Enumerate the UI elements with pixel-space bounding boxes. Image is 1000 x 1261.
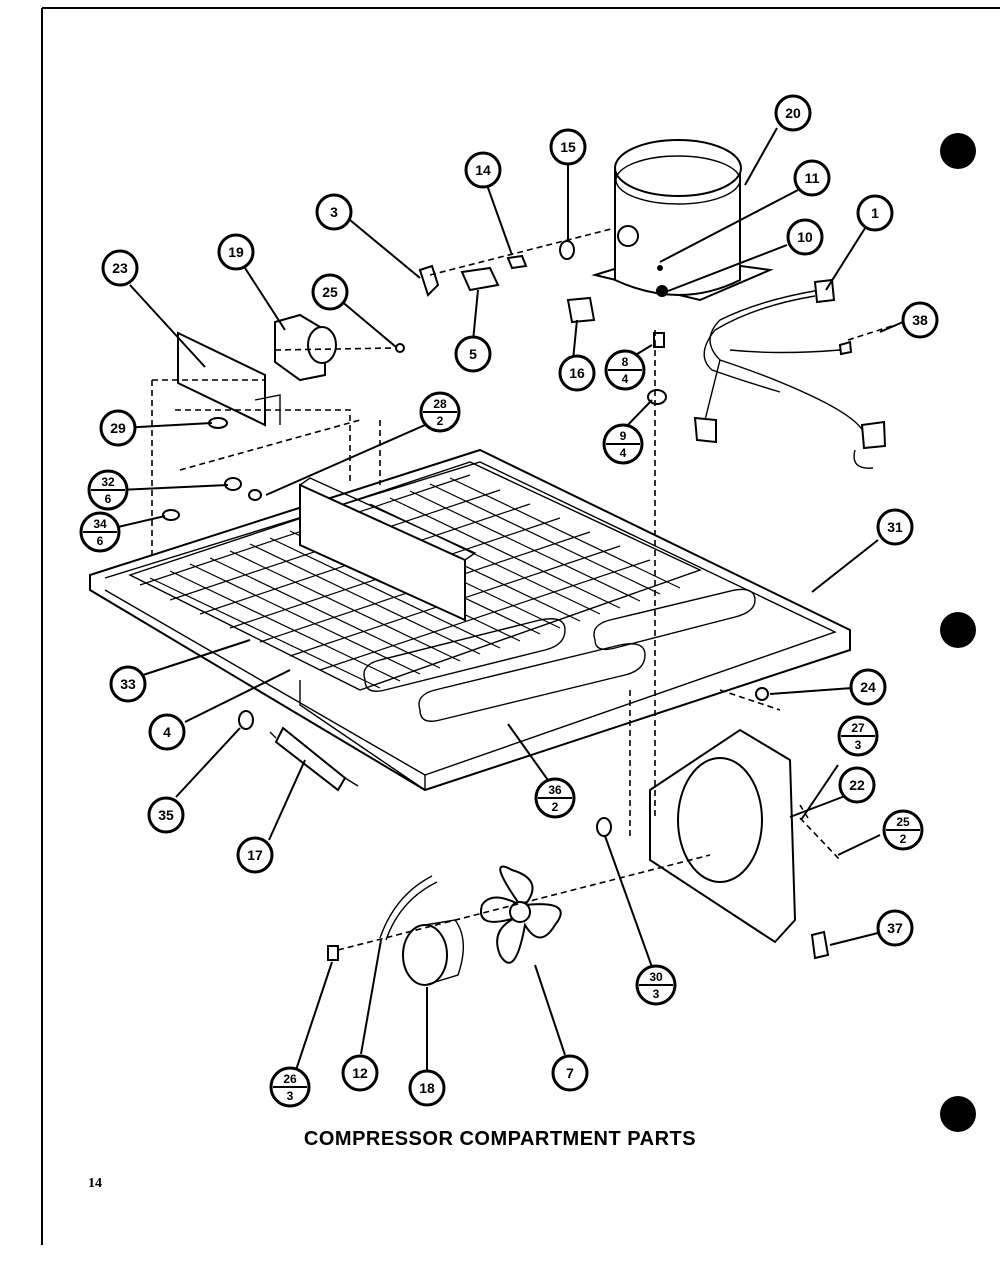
callout-15: 15	[549, 128, 587, 166]
callout-16: 16	[558, 354, 596, 392]
callout-12: 12	[341, 1054, 379, 1092]
callout-number: 33	[120, 676, 136, 692]
callout-23: 23	[101, 249, 139, 287]
callout-number: 24	[860, 679, 876, 695]
callout-number: 3	[330, 204, 338, 220]
callout-number: 37	[887, 920, 903, 936]
callout-18: 18	[408, 1069, 446, 1107]
callout-31: 31	[876, 508, 914, 546]
page-border	[41, 7, 1000, 1245]
fraction-bottom: 3	[855, 738, 862, 752]
fraction-bottom: 2	[900, 832, 907, 846]
fraction-top: 9	[620, 429, 627, 443]
callout-number: 23	[112, 260, 128, 276]
callout-number: 31	[887, 519, 903, 535]
condenser-coil-part	[128, 461, 702, 691]
binder-hole-middle	[940, 612, 976, 648]
callout-33: 33	[109, 665, 147, 703]
callout-number: 17	[247, 847, 263, 863]
callout-number: 10	[797, 229, 813, 245]
callout-number: 29	[110, 420, 126, 436]
callout-29: 29	[99, 409, 137, 447]
callout-25: 25	[311, 273, 349, 311]
callout-number: 19	[228, 244, 244, 260]
fraction-callout-8-4: 84	[604, 349, 646, 391]
fraction-top: 25	[896, 815, 910, 829]
small-hardware-parts	[162, 240, 853, 986]
binder-hole-bottom	[940, 1096, 976, 1132]
fraction-top: 36	[548, 783, 562, 797]
wiring-harness-part	[693, 278, 887, 469]
fraction-bottom: 2	[437, 414, 444, 428]
callout-number: 18	[419, 1080, 435, 1096]
callout-35: 35	[147, 796, 185, 834]
callout-number: 22	[849, 777, 865, 793]
callout-24: 24	[849, 668, 887, 706]
fraction-callout-34-6: 346	[79, 511, 121, 553]
fraction-bottom: 3	[653, 987, 660, 1001]
callout-3: 3	[315, 193, 353, 231]
callout-14: 14	[464, 151, 502, 189]
fraction-bottom: 4	[622, 372, 629, 386]
fraction-bottom: 6	[97, 534, 104, 548]
callout-number: 11	[805, 170, 820, 186]
callout-number: 35	[158, 807, 174, 823]
callout-38: 38	[901, 301, 939, 339]
fraction-top: 8	[622, 355, 629, 369]
callout-number: 12	[352, 1065, 368, 1081]
callout-number: 5	[469, 346, 477, 362]
callout-17: 17	[236, 836, 274, 874]
page-number: 14	[88, 1176, 102, 1191]
callout-4: 4	[148, 713, 186, 751]
fraction-top: 26	[283, 1072, 297, 1086]
fraction-callout-9-4: 94	[602, 423, 644, 465]
fraction-top: 34	[93, 517, 107, 531]
callout-number: 1	[871, 205, 879, 221]
fraction-bottom: 3	[287, 1089, 294, 1103]
fraction-callout-30-3: 303	[635, 964, 677, 1006]
callout-37: 37	[876, 909, 914, 947]
fraction-callout-28-2: 282	[419, 391, 461, 433]
fraction-callout-32-6: 326	[87, 469, 129, 511]
callout-11: 11	[793, 159, 831, 197]
callout-10: 10	[786, 218, 824, 256]
callout-20: 20	[774, 94, 812, 132]
callout-number: 4	[163, 724, 171, 740]
fraction-top: 28	[433, 397, 447, 411]
fraction-callout-26-3: 263	[269, 1066, 311, 1108]
callout-19: 19	[217, 233, 255, 271]
fraction-callout-27-3: 273	[837, 715, 879, 757]
callout-22: 22	[838, 766, 876, 804]
fraction-top: 27	[851, 721, 865, 735]
callout-number: 16	[569, 365, 585, 381]
callout-number: 15	[560, 139, 576, 155]
callout-7: 7	[551, 1054, 589, 1092]
callout-number: 25	[322, 284, 338, 300]
fraction-bottom: 4	[620, 446, 627, 460]
callout-number: 20	[785, 105, 801, 121]
compressor-part	[591, 139, 774, 302]
fraction-top: 30	[649, 970, 663, 984]
callout-number: 14	[475, 162, 491, 178]
callout-leader-lines	[117, 127, 904, 1073]
callout-5: 5	[454, 335, 492, 373]
diagram-title: COMPRESSOR COMPARTMENT PARTS	[303, 1128, 697, 1150]
fraction-callout-36-2: 362	[534, 777, 576, 819]
callout-number: 38	[912, 312, 928, 328]
dashed-alignment-lines	[151, 227, 896, 951]
binder-hole-top	[940, 133, 976, 169]
fraction-bottom: 6	[105, 492, 112, 506]
fraction-bottom: 2	[552, 800, 559, 814]
fraction-top: 32	[101, 475, 115, 489]
fraction-callout-25-2: 252	[882, 809, 924, 851]
callout-number: 7	[566, 1065, 574, 1081]
callout-1: 1	[856, 194, 894, 232]
